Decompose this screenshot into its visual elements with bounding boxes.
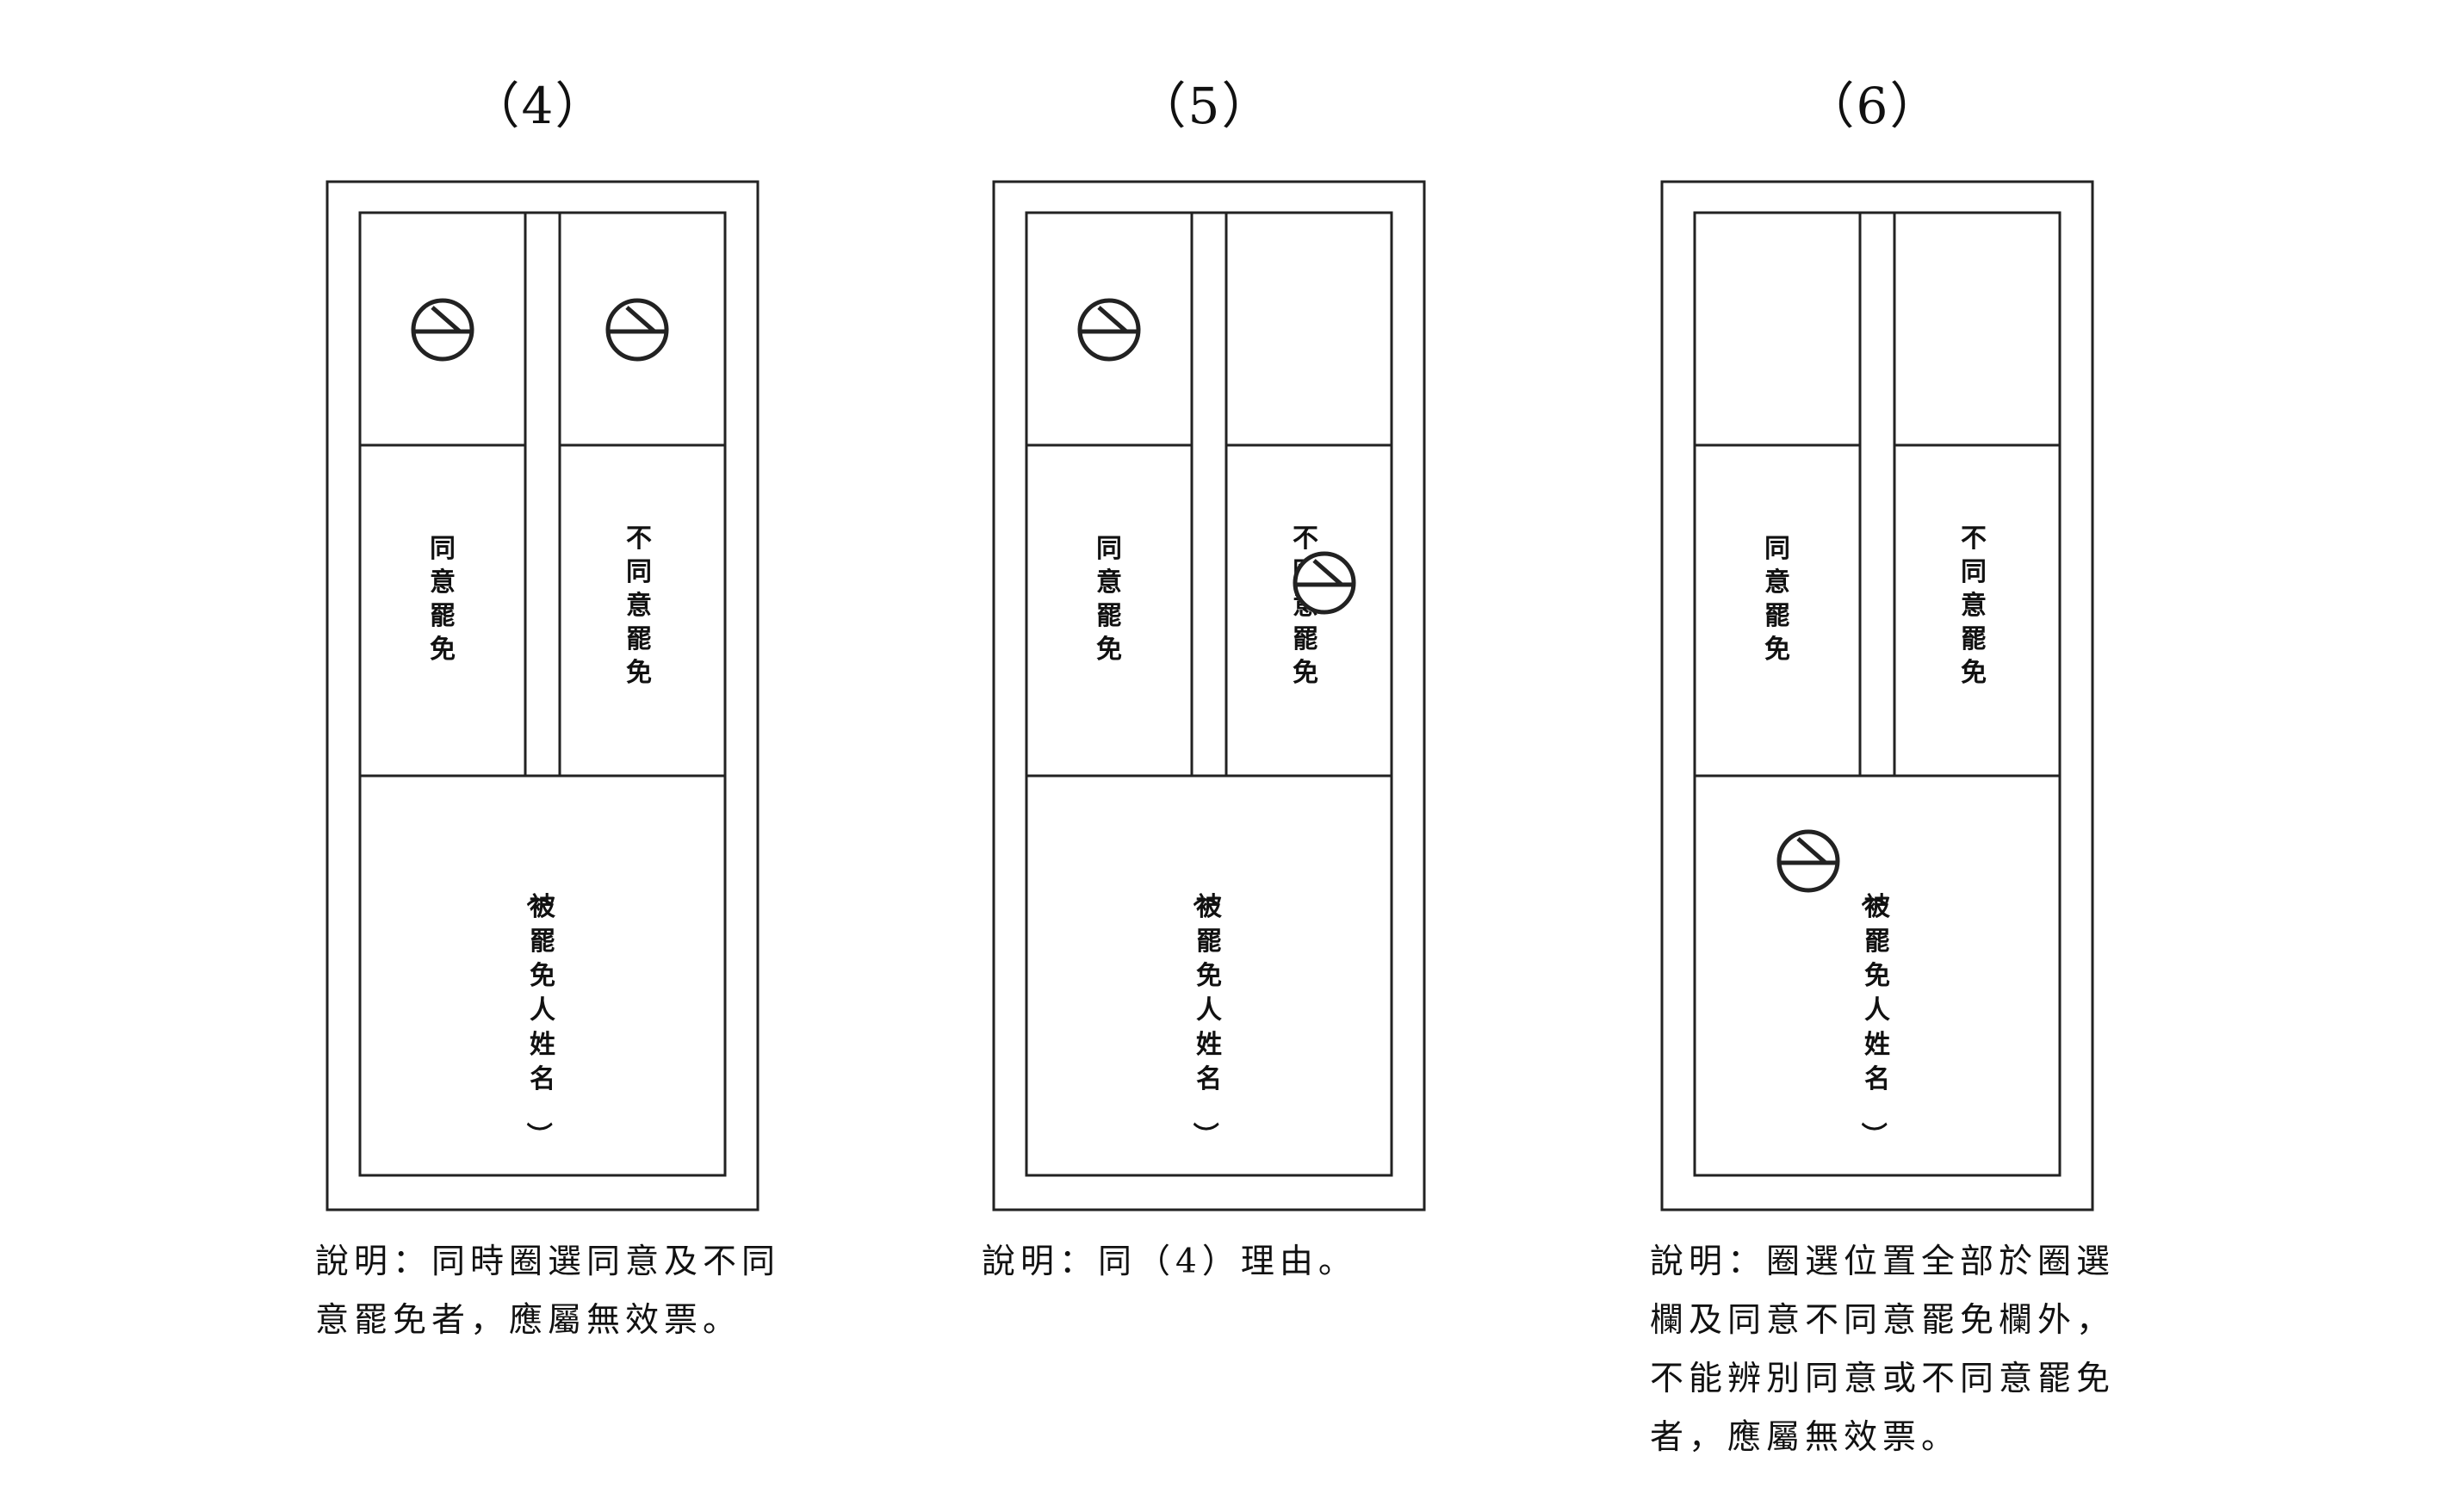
agree-label: 同意罷免 [1764,534,1790,665]
vote-stamp-icon [1293,551,1356,615]
vote-stamp-icon [605,298,669,362]
candidate-name-label: （被罷免人姓名） [523,881,555,1148]
panel-5-note: 說明：同（4）理由。 [982,1242,1357,1281]
disagree-label: 不同意罷免 [1961,524,1987,688]
ballot-inner-frame [1025,211,1393,1177]
panel-4-title: （4） [469,77,607,135]
candidate-name-label: （被罷免人姓名） [1189,881,1222,1148]
panel-5-title: （5） [1136,77,1274,135]
candidate-name-label: （被罷免人姓名） [1857,881,1890,1148]
ballot-6: 同意罷免 不同意罷免 （被罷免人姓名） [1660,180,2094,1211]
ballot-outer-border [1660,180,2094,1211]
ballot-outer-border [992,180,1426,1211]
agree-label: 同意罷免 [1096,534,1122,665]
panel-4-note: 說明：同時圈選同意及不同意罷免者，應屬無效票。 [315,1242,781,1340]
agree-label: 同意罷免 [430,534,456,665]
disagree-label: 不同意罷免 [626,524,652,688]
vote-stamp-icon [1077,298,1141,362]
vote-stamp-icon [1776,829,1840,893]
ballot-4: 同意罷免 不同意罷免 （被罷免人姓名） [326,180,760,1211]
ballot-inner-frame [1693,211,2062,1177]
ballot-outer-border [326,180,760,1211]
vote-stamp-icon [411,298,474,362]
ballot-inner-frame [358,211,727,1177]
panel-6-title: （6） [1804,77,1942,135]
panel-6-note: 說明：圈選位置全部於圈選欄及同意不同意罷免欄外，不能辨別同意或不同意罷免者，應屬… [1650,1242,2116,1457]
